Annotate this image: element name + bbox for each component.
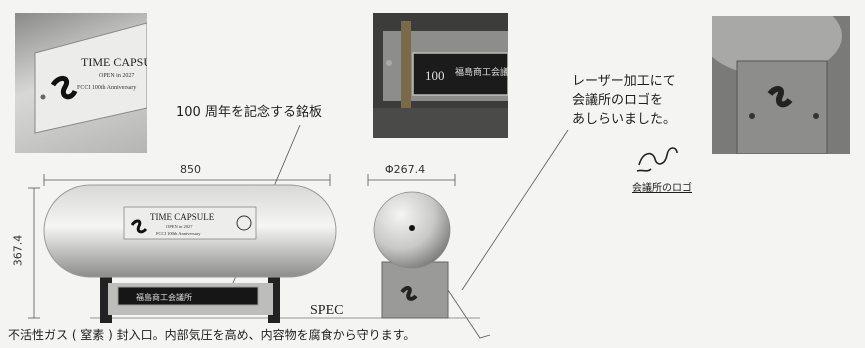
photo-logo-cutout-closeup (712, 16, 850, 154)
dimension-length: 850 (180, 163, 201, 176)
callout-laser-line1: レーザー加工にて (572, 74, 676, 89)
capsule-logo-icon (130, 219, 148, 234)
capsule-side-view: 福島商工会議所 TIME CAPSULE OPEN in 2027 FCCI 1… (43, 184, 337, 323)
capsule-title: TIME CAPSULE (150, 212, 215, 222)
photo-plate-100: 100 (425, 68, 445, 83)
logo-caption: 会議所のロゴ (632, 183, 692, 194)
callout-laser-line3: あしらいました。 (572, 112, 677, 127)
callout-laser-line2: 会議所のロゴを (572, 93, 664, 108)
photo-stand-plate-closeup: 100 福島商工会議所 (373, 13, 508, 138)
photo-plate-anniv: FCCI 100th Anniversary (77, 85, 136, 91)
laser-logo-cutout-icon (767, 86, 793, 108)
fcci-logo-icon (50, 76, 78, 100)
end-logo-cutout-icon (400, 286, 418, 301)
spec-label: SPEC (310, 303, 344, 318)
stand-plate-text: 福島商工会議所 (136, 292, 192, 302)
chamber-logo-icon (636, 147, 678, 172)
footer-note: 不活性ガス ( 窒素 ) 封入口。内部気圧を高め、内容物を腐食から守ります。 (8, 328, 416, 342)
capsule-anniv: FCCI 100th Anniversary (156, 231, 201, 236)
gas-inlet-icon (409, 225, 415, 231)
photo-plate-name: 福島商工会議所 (455, 66, 508, 77)
capsule-end-view (373, 191, 451, 319)
capsule-open: OPEN in 2027 (166, 224, 193, 229)
capsule-seal-icon (236, 215, 252, 231)
dimension-height: 367.4 (11, 234, 25, 267)
callout-nameplate: 100 周年を記念する銘板 (176, 105, 322, 120)
dimension-diameter: Φ267.4 (385, 163, 426, 176)
photo-plate-open: OPEN in 2027 (99, 73, 134, 79)
photo-plate-title: TIME CAPSULE (81, 55, 147, 69)
photo-nameplate-closeup: TIME CAPSULE OPEN in 2027 FCCI 100th Ann… (15, 13, 147, 153)
